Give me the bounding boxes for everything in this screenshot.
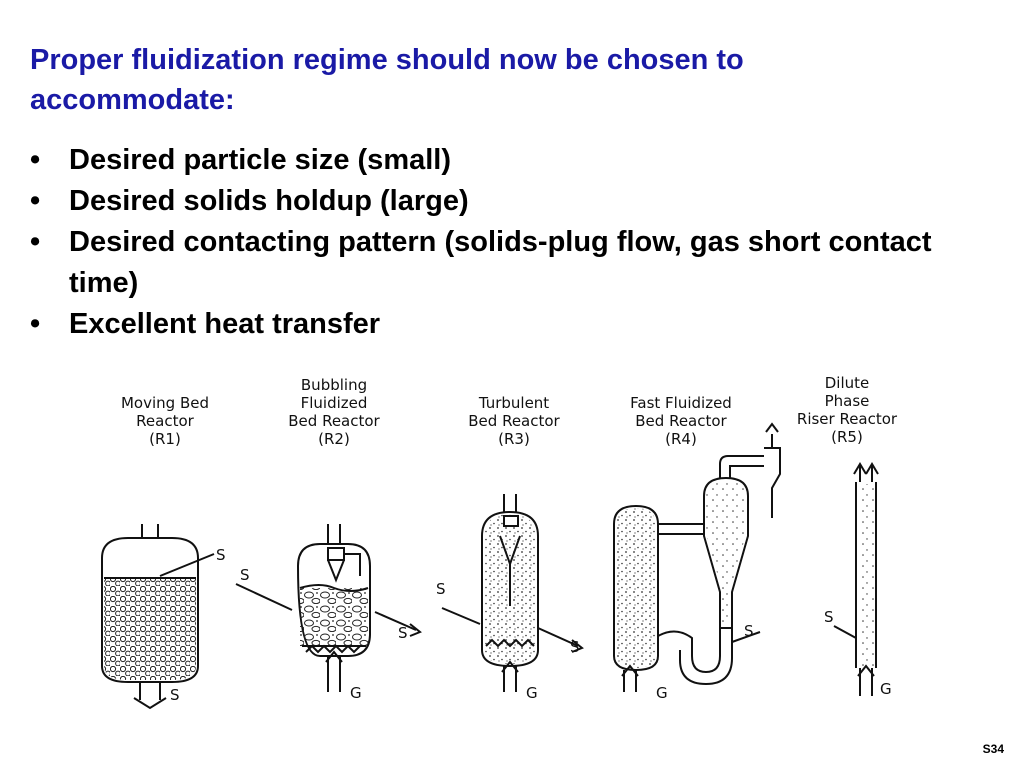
slide-number: S34 bbox=[982, 742, 1004, 756]
bullet-item: • Desired contacting pattern (solids-plug… bbox=[30, 222, 990, 304]
bullet-item: • Desired particle size (small) bbox=[30, 140, 990, 181]
bullet-marker: • bbox=[30, 144, 41, 176]
fast-fluidized-bed-reactor: S G bbox=[613, 422, 781, 702]
dilute-phase-riser-reactor: S G bbox=[824, 462, 892, 698]
bullet-text: Excellent heat transfer bbox=[69, 308, 381, 340]
gas-label: G bbox=[526, 684, 538, 702]
bullet-marker: • bbox=[30, 185, 41, 217]
bubbling-fluidized-bed-reactor: S S G bbox=[235, 524, 422, 702]
bullet-list: • Desired particle size (small) • Desired … bbox=[30, 140, 990, 345]
gas-label: G bbox=[656, 684, 668, 702]
heading-line-2: accommodate: bbox=[30, 84, 235, 116]
bullet-text: Desired particle size (small) bbox=[69, 144, 451, 176]
bullet-text: Desired solids holdup (large) bbox=[69, 185, 469, 217]
gas-label: G bbox=[880, 680, 892, 698]
solids-label: S bbox=[398, 624, 408, 642]
solids-label: S bbox=[216, 546, 226, 564]
bullet-item: • Desired solids holdup (large) bbox=[30, 181, 990, 222]
turbulent-bed-reactor: S S G bbox=[436, 494, 584, 702]
gas-label: G bbox=[350, 684, 362, 702]
solids-label: S bbox=[744, 622, 754, 640]
solids-label: S bbox=[436, 580, 446, 598]
solids-label: S bbox=[240, 566, 250, 584]
slide-heading: Proper fluidization regime should now be… bbox=[30, 40, 930, 120]
solids-label: S bbox=[170, 686, 180, 704]
bullet-marker: • bbox=[30, 226, 41, 258]
moving-bed-reactor: S S bbox=[101, 524, 226, 710]
heading-line-1: Proper fluidization regime should now be… bbox=[30, 44, 744, 76]
bullet-marker: • bbox=[30, 308, 41, 340]
solids-label: S bbox=[824, 608, 834, 626]
bullet-item: • Excellent heat transfer bbox=[30, 304, 990, 345]
bullet-text: Desired contacting pattern (solids-plug … bbox=[69, 226, 932, 299]
solids-label: S bbox=[570, 638, 580, 656]
